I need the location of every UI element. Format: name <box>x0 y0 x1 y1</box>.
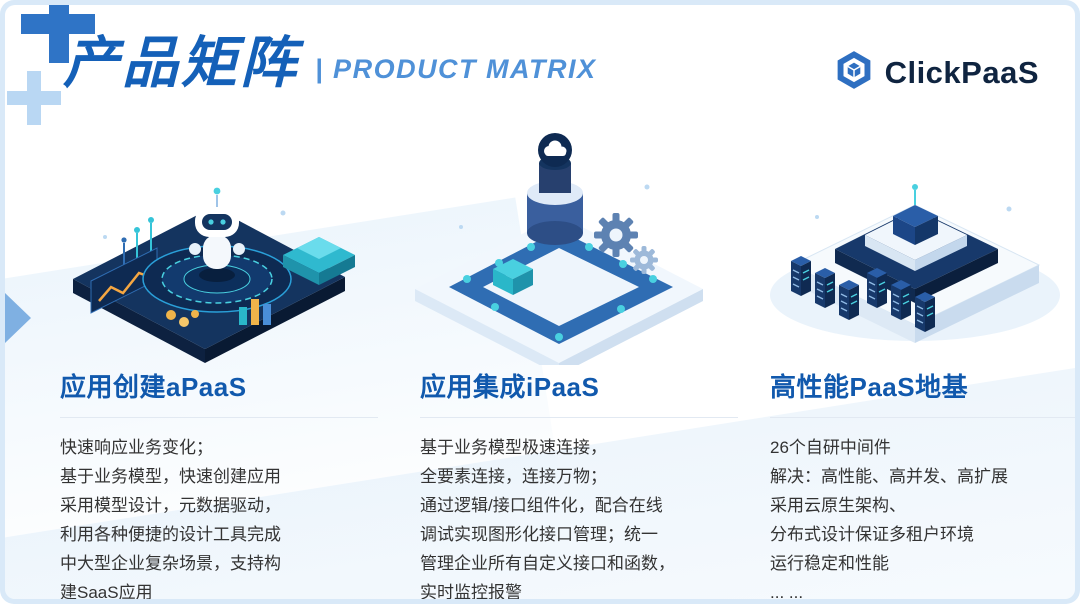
column-apaas: 应用创建aPaaS 快速响应业务变化； 基于业务模型，快速创建应用 采用模型设计… <box>60 367 378 599</box>
body-line: 解决：高性能、高并发、高扩展 <box>770 467 1008 486</box>
column-heading: 应用创建aPaaS <box>60 372 247 402</box>
column-divider <box>770 417 1075 418</box>
body-line: 基于业务模型极速连接， <box>420 438 607 457</box>
machine-conveyor-illustration <box>397 117 727 375</box>
body-line: 建SaaS应用 <box>60 583 153 599</box>
header: 产品矩阵 | PRODUCT MATRIX <box>63 31 597 95</box>
column-ipaas: 应用集成iPaaS 基于业务模型极速连接， 全要素连接，连接万物； 通过逻辑/接… <box>420 367 738 599</box>
column-divider <box>420 417 738 418</box>
column-divider <box>60 417 378 418</box>
clickpaas-logo: ClickPaaS <box>833 49 1039 96</box>
product-matrix-slide: 产品矩阵 | PRODUCT MATRIX ClickPaaS <box>5 5 1075 599</box>
body-line: 管理企业所有自定义接口和函数， <box>420 554 675 573</box>
column-paas-foundation: 高性能PaaS地基 26个自研中间件 解决：高性能、高并发、高扩展 采用云原生架… <box>770 367 1075 599</box>
body-line: 26个自研中间件 <box>770 438 891 457</box>
server-foundation-illustration <box>747 117 1075 365</box>
body-line: 全要素连接，连接万物； <box>420 467 607 486</box>
page-title: 产品矩阵 <box>63 31 299 94</box>
column-heading: 高性能PaaS地基 <box>770 372 969 402</box>
hexagon-cube-logo-icon <box>833 49 875 96</box>
body-line: 分布式设计保证多租户环境 <box>770 525 974 544</box>
body-line: 通过逻辑/接口组件化，配合在线 <box>420 496 663 515</box>
body-line: 采用模型设计，元数据驱动， <box>60 496 281 515</box>
page-subtitle: | PRODUCT MATRIX <box>315 54 597 85</box>
body-line: ... ... <box>770 583 804 599</box>
column-heading: 应用集成iPaaS <box>420 372 600 402</box>
body-line: 调试实现图形化接口管理；统一 <box>420 525 658 544</box>
body-line: 采用云原生架构、 <box>770 496 906 515</box>
body-line: 运行稳定和性能 <box>770 554 889 573</box>
body-line: 基于业务模型，快速创建应用 <box>60 467 281 486</box>
body-line: 利用各种便捷的设计工具完成 <box>60 525 281 544</box>
body-line: 实时监控报警 <box>420 583 522 599</box>
left-edge-arrow-decoration <box>5 293 31 343</box>
robot-dashboard-illustration <box>45 117 375 365</box>
body-line: 快速响应业务变化； <box>60 438 213 457</box>
body-line: 中大型企业复杂场景，支持构 <box>60 554 281 573</box>
logo-text: ClickPaaS <box>884 54 1039 90</box>
